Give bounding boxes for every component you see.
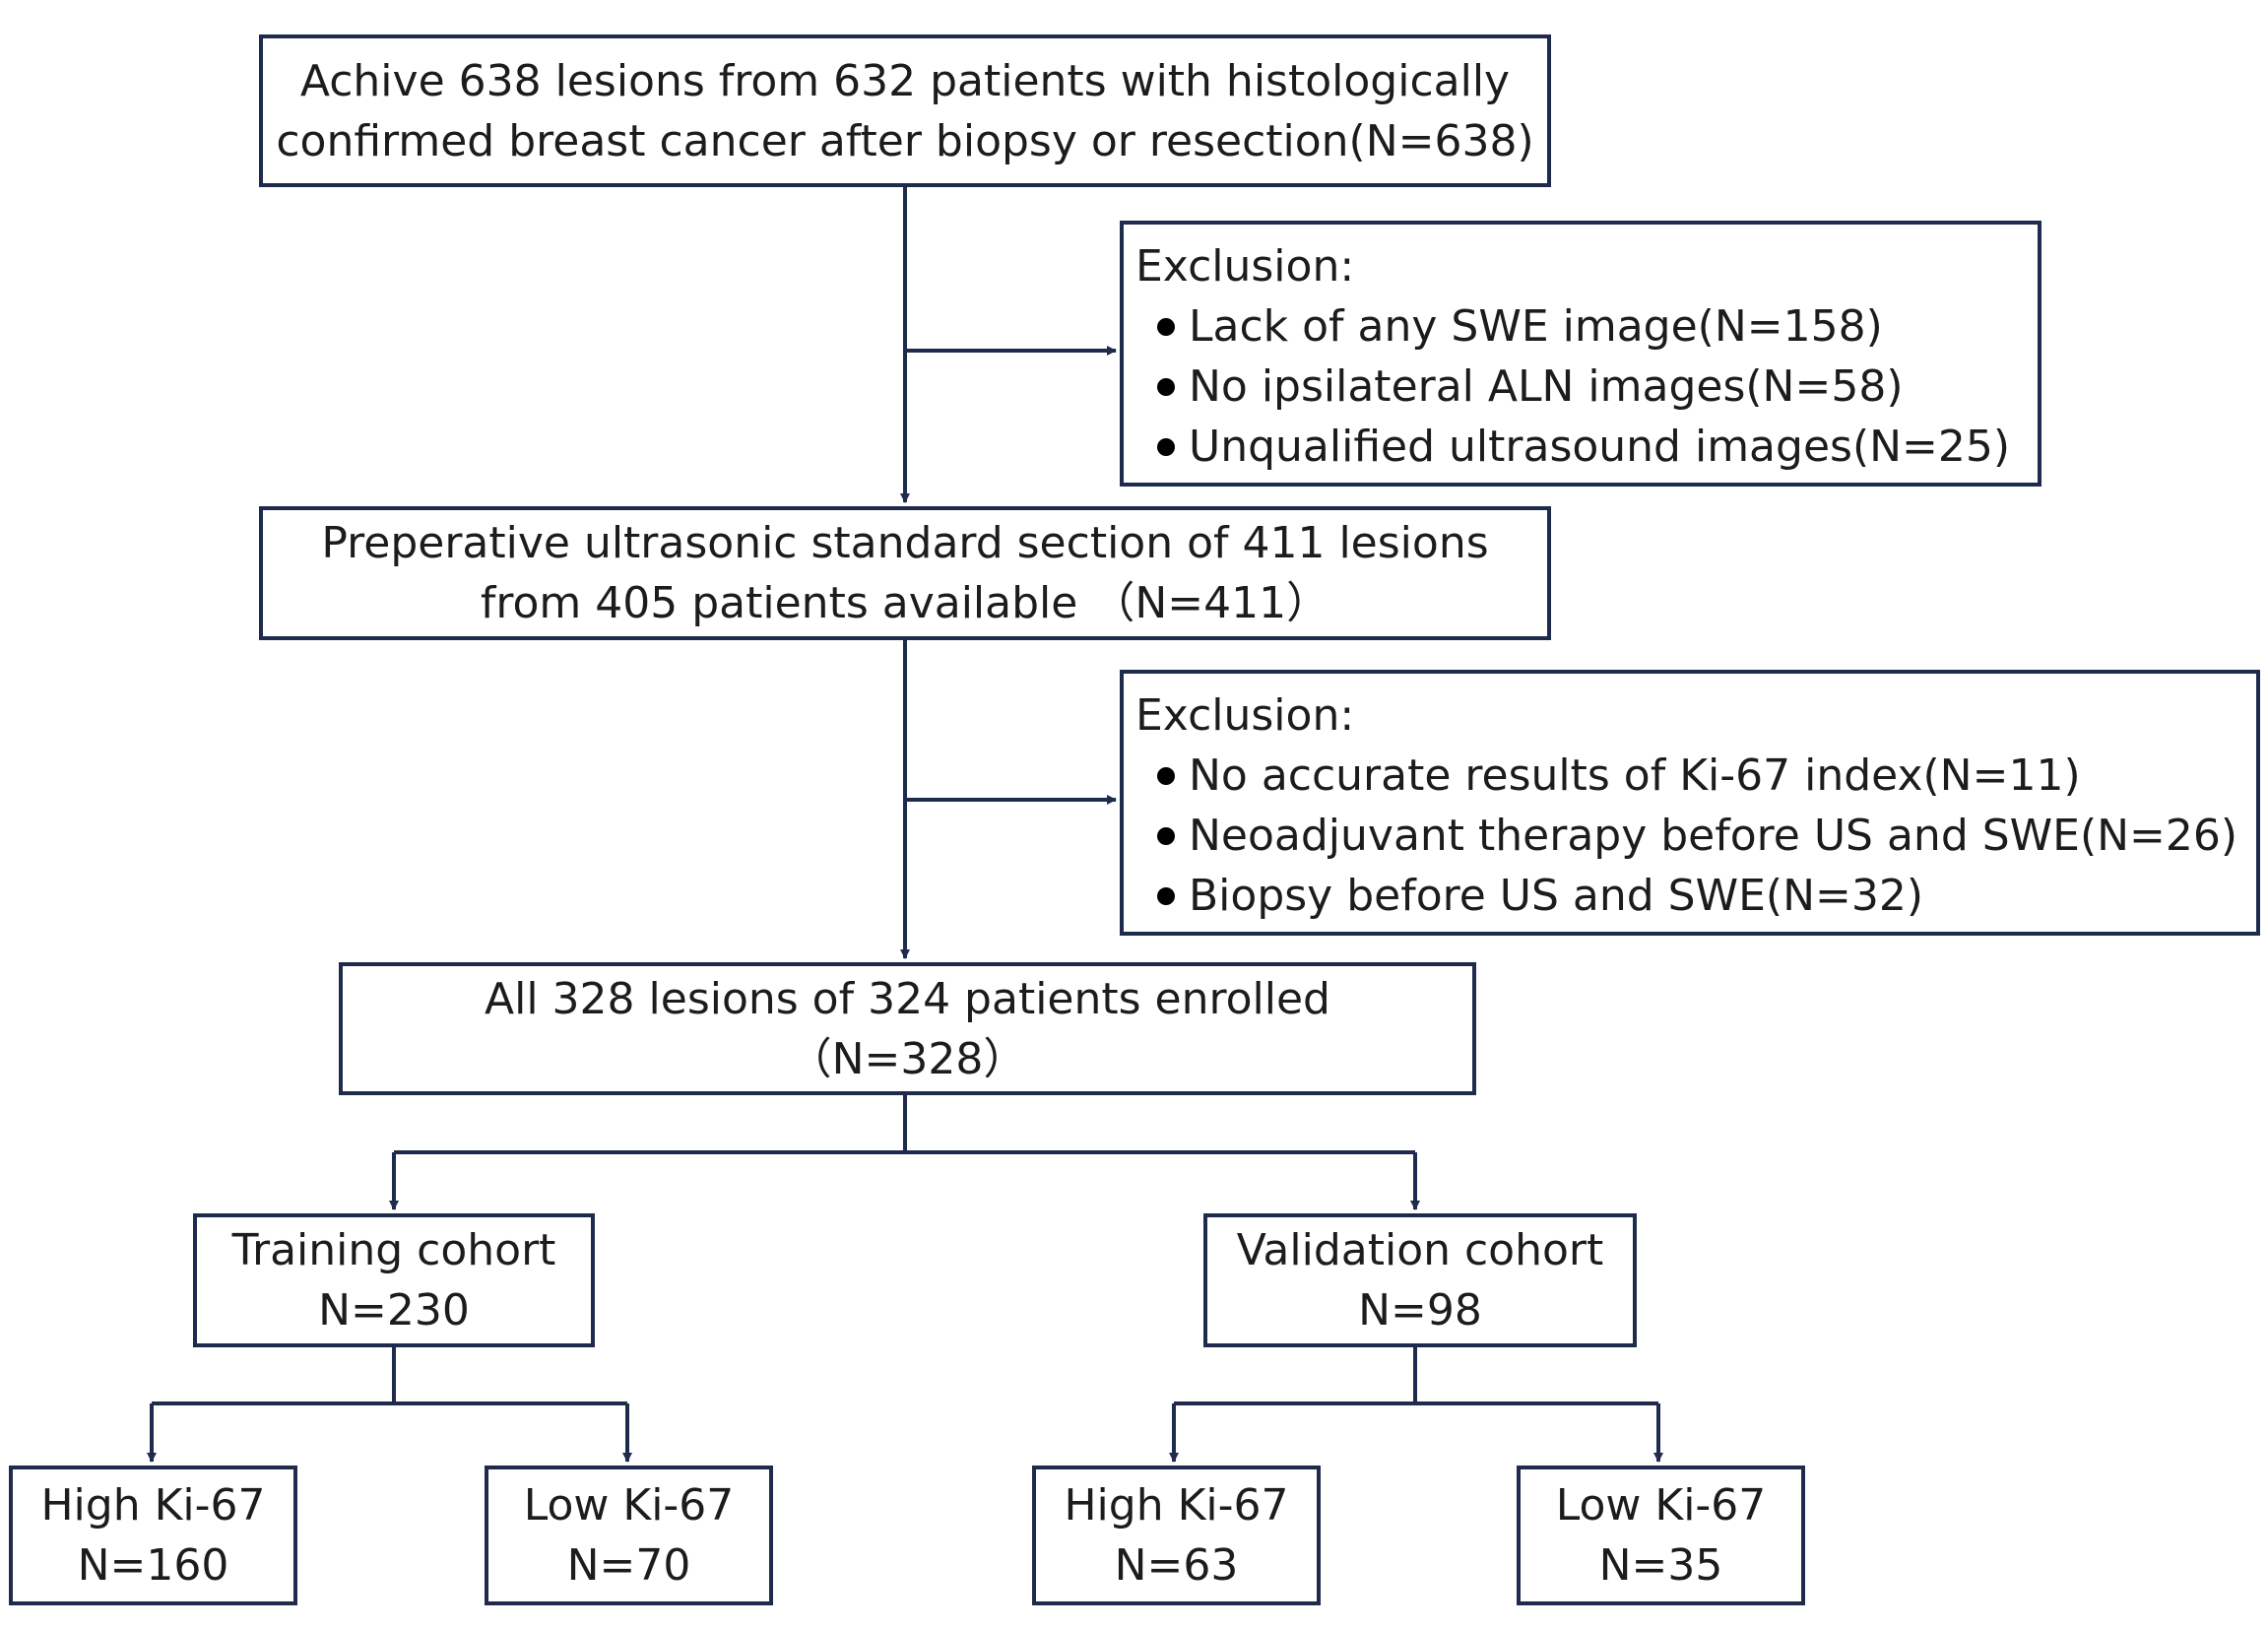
split-enrolled — [394, 1095, 1415, 1154]
start-box: Achive 638 lesions from 632 patients wit… — [259, 34, 1551, 187]
training-low-count: N=70 — [566, 1540, 691, 1591]
validation-low-label: Low Ki-67 — [1555, 1480, 1767, 1531]
exclusion-1-item-2: No ipsilateral ALN images(N=58) — [1157, 357, 1903, 417]
training-cohort-count: N=230 — [318, 1285, 470, 1336]
bullet-icon — [1157, 317, 1175, 336]
exclusion-2-item-1: No accurate results of Ki-67 index(N=11) — [1157, 746, 2081, 806]
training-low-label: Low Ki-67 — [523, 1480, 735, 1531]
validation-cohort-box: Validation cohort N=98 — [1203, 1213, 1637, 1347]
validation-low-count: N=35 — [1598, 1540, 1723, 1591]
preoperative-line-1: Preperative ultrasonic standard section … — [321, 518, 1489, 568]
exclusion-box-1: Exclusion: Lack of any SWE image(N=158) … — [1120, 221, 2041, 487]
split-validation — [1174, 1347, 1658, 1405]
training-cohort-box: Training cohort N=230 — [193, 1213, 595, 1347]
validation-high-count: N=63 — [1114, 1540, 1239, 1591]
bullet-icon — [1157, 826, 1175, 845]
training-cohort-label: Training cohort — [231, 1225, 556, 1275]
exclusion-2-title: Exclusion: — [1135, 690, 1355, 741]
enrolled-line-2: （N=328） — [788, 1033, 1027, 1084]
exclusion-box-2: Exclusion: No accurate results of Ki-67 … — [1120, 670, 2260, 936]
exclusion-1-item-3: Unqualified ultrasound images(N=25) — [1157, 417, 2010, 477]
validation-cohort-count: N=98 — [1358, 1285, 1482, 1336]
exclusion-1-title: Exclusion: — [1135, 241, 1355, 292]
validation-low-ki67-box: Low Ki-67 N=35 — [1517, 1466, 1805, 1605]
preoperative-box: Preperative ultrasonic standard section … — [259, 506, 1551, 640]
start-line-2: confirmed breast cancer after biopsy or … — [276, 115, 1534, 166]
bullet-icon — [1157, 766, 1175, 785]
enrolled-line-1: All 328 lesions of 324 patients enrolled — [485, 973, 1330, 1024]
exclusion-2-item-3: Biopsy before US and SWE(N=32) — [1157, 866, 1923, 926]
training-high-label: High Ki-67 — [40, 1480, 266, 1531]
bullet-icon — [1157, 377, 1175, 396]
exclusion-1-item-1: Lack of any SWE image(N=158) — [1157, 296, 1883, 357]
enrolled-box: All 328 lesions of 324 patients enrolled… — [339, 962, 1476, 1095]
exclusion-2-item-2: Neoadjuvant therapy before US and SWE(N=… — [1157, 806, 2237, 866]
split-training — [152, 1347, 627, 1405]
preoperative-line-2: from 405 patients available （N=411） — [480, 578, 1330, 628]
start-line-1: Achive 638 lesions from 632 patients wit… — [299, 55, 1511, 106]
bullet-icon — [1157, 886, 1175, 905]
training-high-ki67-box: High Ki-67 N=160 — [9, 1466, 297, 1605]
validation-cohort-label: Validation cohort — [1236, 1225, 1604, 1275]
bullet-icon — [1157, 437, 1175, 456]
training-low-ki67-box: Low Ki-67 N=70 — [485, 1466, 773, 1605]
validation-high-label: High Ki-67 — [1064, 1480, 1289, 1531]
validation-high-ki67-box: High Ki-67 N=63 — [1032, 1466, 1321, 1605]
training-high-count: N=160 — [77, 1540, 229, 1591]
